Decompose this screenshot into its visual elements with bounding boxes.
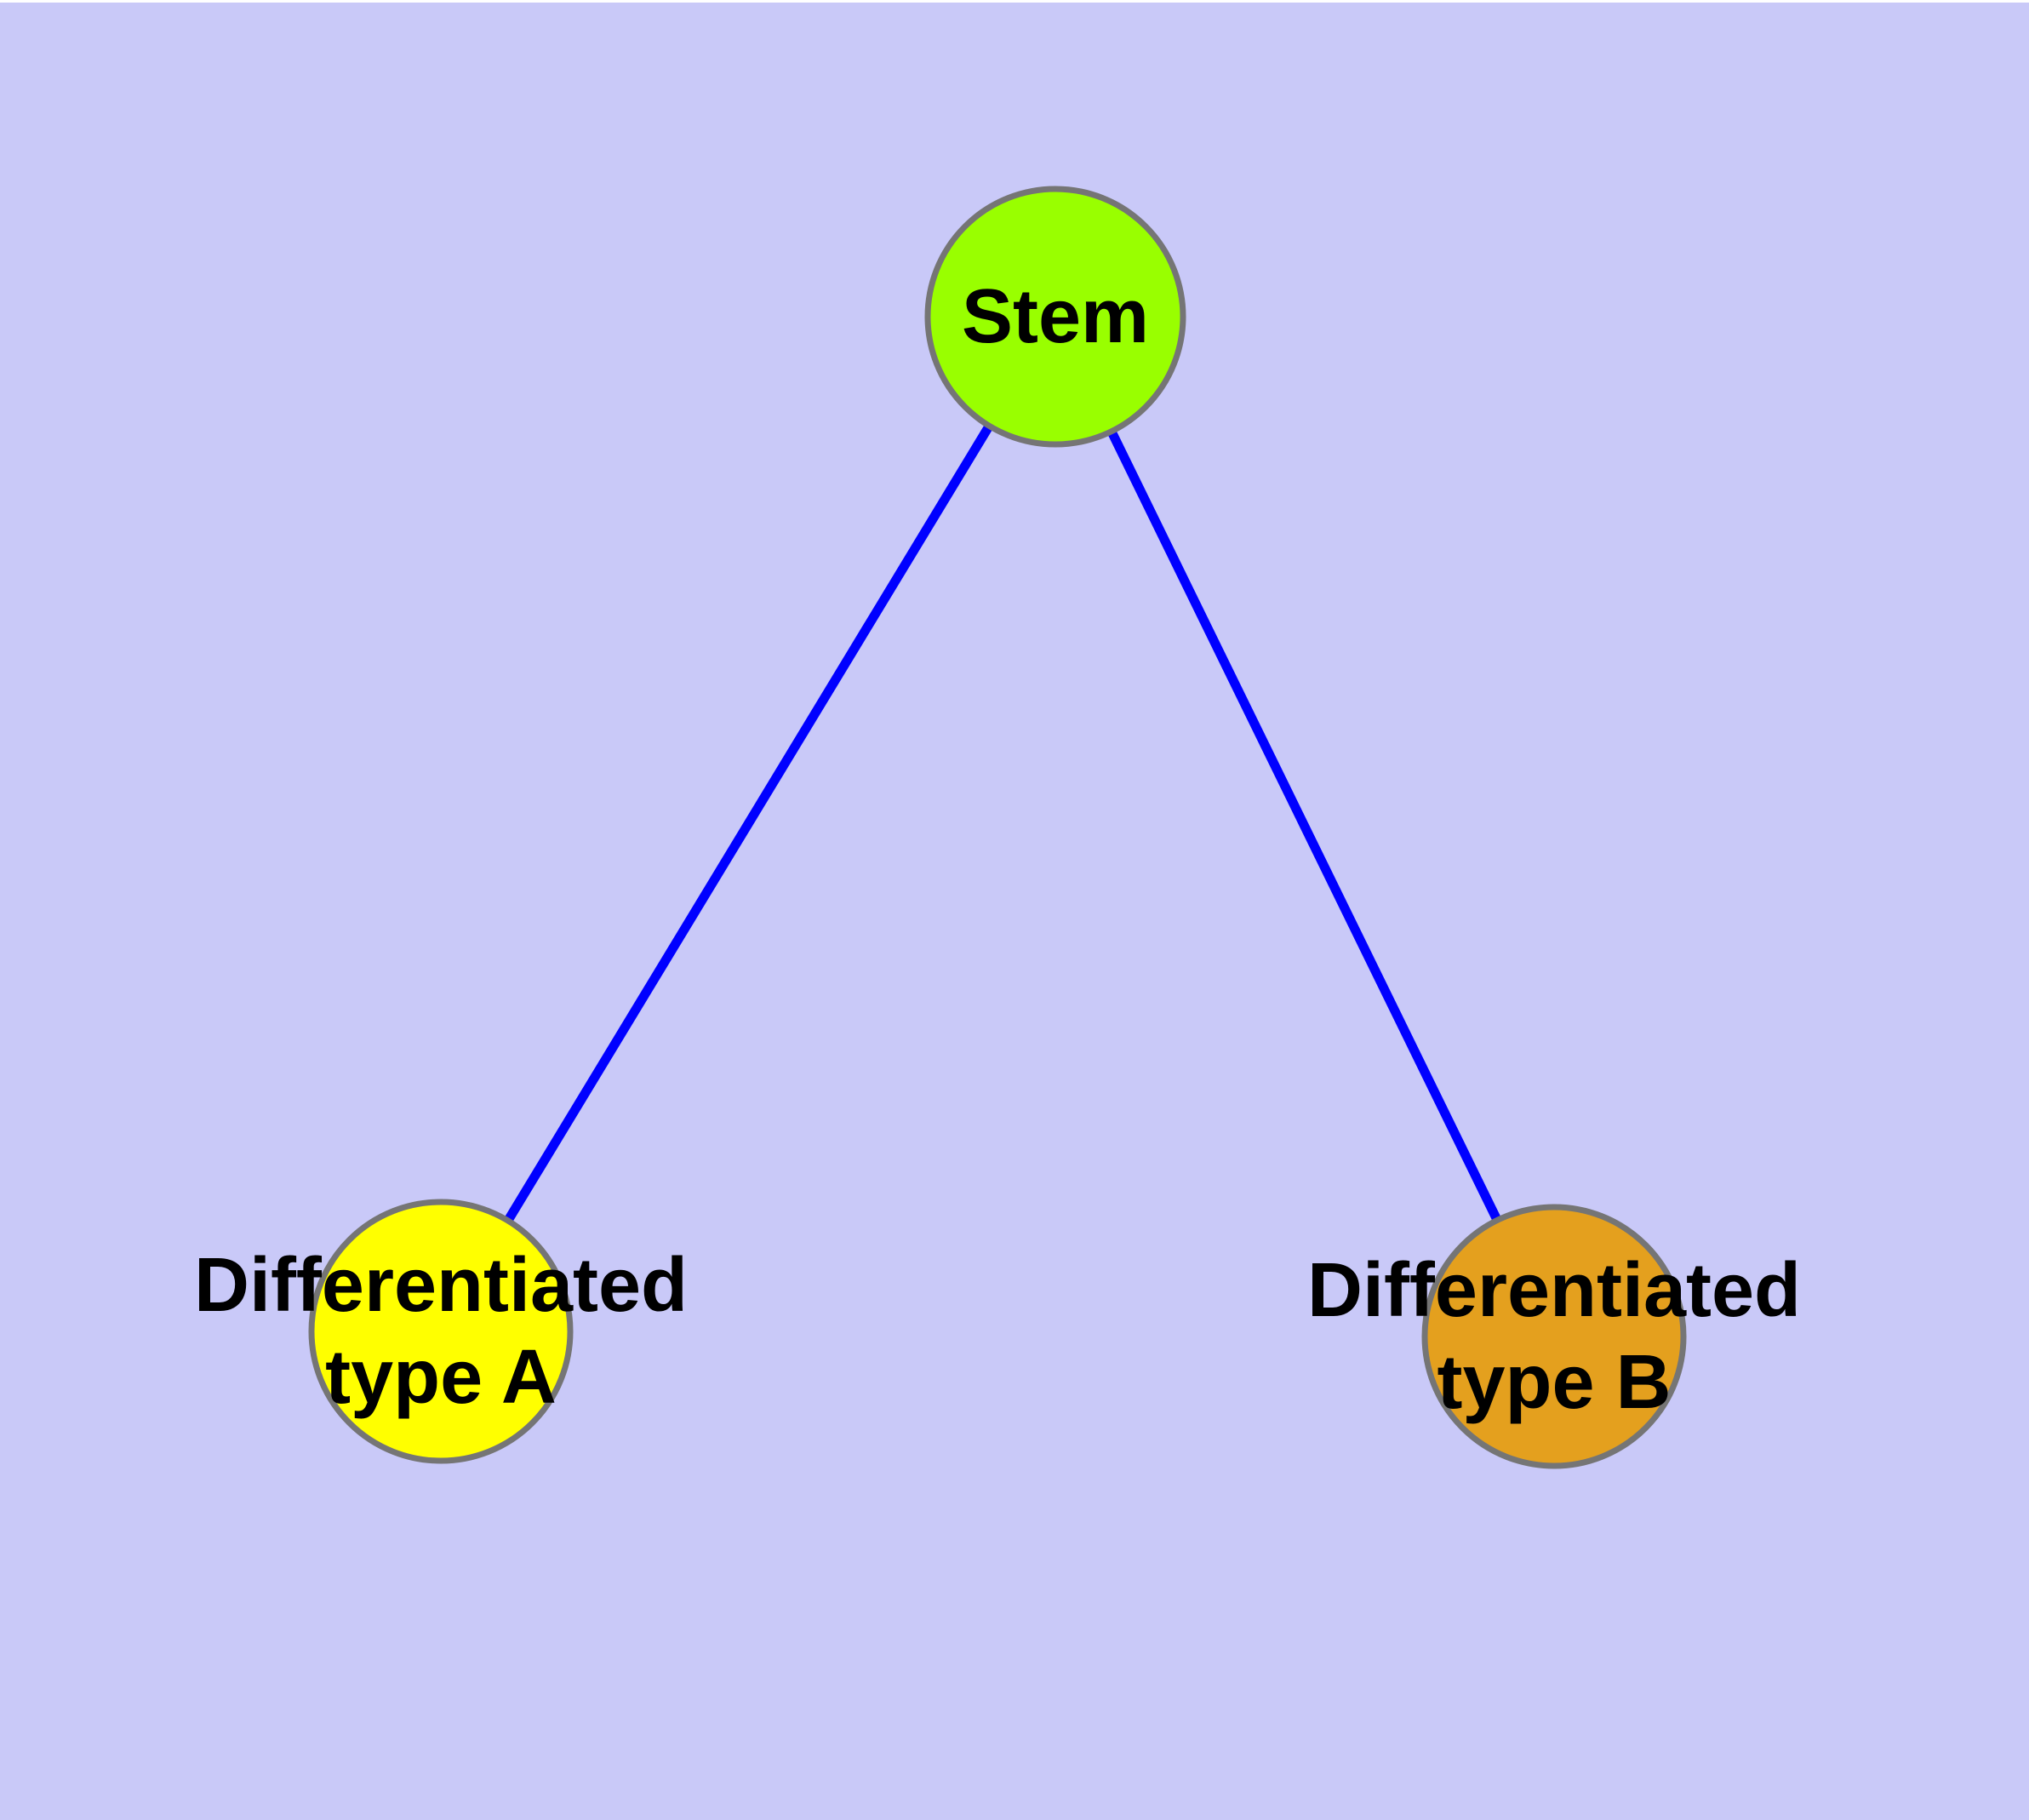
top-margin-strip xyxy=(0,0,2029,3)
node-type-b-label-line1: Differentiated xyxy=(1307,1248,1801,1333)
node-type-a-label-line1: Differentiated xyxy=(194,1243,688,1328)
edge-stem-to-type-a xyxy=(437,314,1060,1334)
node-stem xyxy=(924,186,1186,448)
node-differentiated-type-a xyxy=(308,1199,574,1464)
node-stem-label: Stem xyxy=(962,274,1149,359)
node-type-b-label-line2: type B xyxy=(1437,1340,1671,1425)
node-type-a-label-line2: type A xyxy=(325,1335,557,1420)
edge-stem-to-type-b xyxy=(1051,314,1558,1339)
node-differentiated-type-b xyxy=(1421,1204,1687,1469)
